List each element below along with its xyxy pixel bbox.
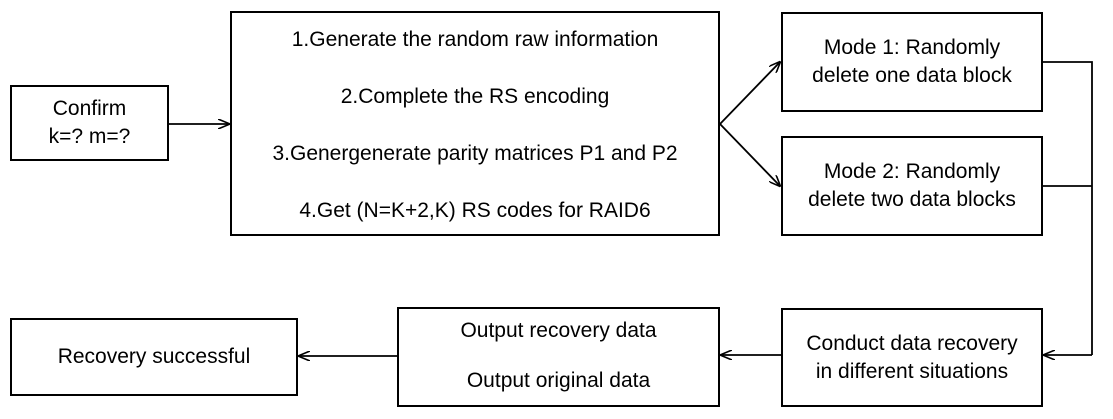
step-1: 1.Generate the random raw information (291, 28, 659, 51)
arrow-steps-to-mode1 (719, 62, 780, 125)
step-3: 3.Genergenerate parity matrices P1 and P… (272, 142, 678, 165)
mode-1-box: Mode 1: Randomly delete one data block (781, 12, 1043, 112)
recovery-line-2: in different situations (815, 359, 1009, 383)
data-recovery-box: Conduct data recovery in different situa… (781, 308, 1043, 407)
recovery-successful-box: Recovery successful (10, 318, 298, 396)
mode-2-line-1: Mode 2: Randomly (823, 160, 1001, 183)
mode-2-line-2: delete two data blocks (808, 188, 1016, 211)
step-2: 2.Complete the RS encoding (340, 85, 610, 108)
confirm-line-2: k=? m=? (48, 125, 131, 148)
output-box: Output recovery data Output original dat… (397, 307, 720, 407)
confirm-line-1: Confirm (52, 97, 127, 120)
mode-1-line-2: delete one data block (812, 64, 1012, 87)
line-mode1-to-bus (1043, 61, 1093, 355)
step-4: 4.Get (N=K+2,K) RS codes for RAID6 (299, 199, 651, 222)
mode-2-box: Mode 2: Randomly delete two data blocks (781, 136, 1043, 236)
output-line-2: Output original data (466, 369, 651, 392)
recovery-line-1: Conduct data recovery (806, 331, 1018, 355)
encoding-steps-box: 1.Generate the random raw information 2.… (230, 11, 720, 236)
confirm-parameters-box: Confirm k=? m=? (10, 85, 169, 161)
arrow-steps-to-mode2 (719, 123, 780, 186)
success-label: Recovery successful (57, 345, 251, 368)
output-line-1: Output recovery data (460, 319, 657, 342)
mode-1-line-1: Mode 1: Randomly (823, 36, 1001, 59)
